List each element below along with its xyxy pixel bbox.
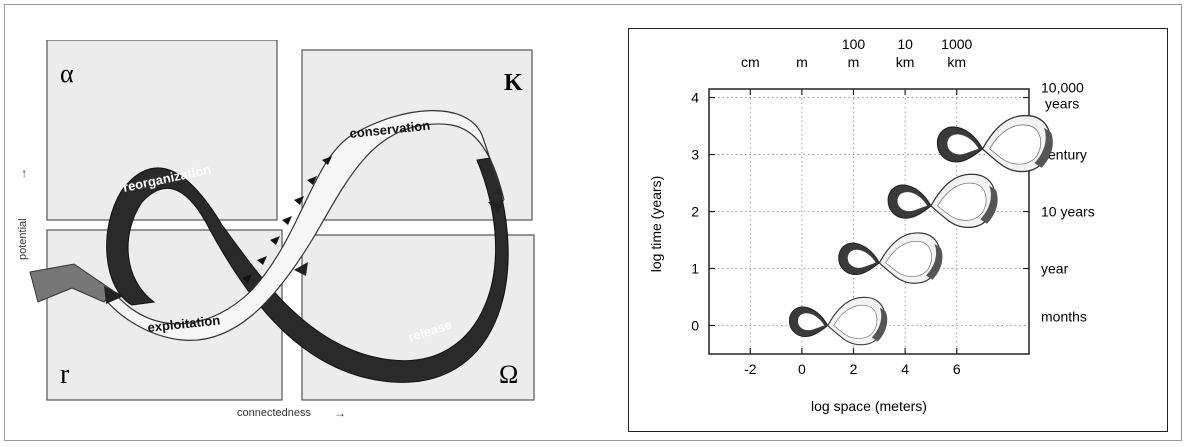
cycle-layer — [789, 114, 1053, 346]
adaptive-cycle-glyph — [887, 173, 998, 229]
r-label: r — [60, 359, 70, 390]
cycle-dark-lobe-hole — [896, 191, 929, 212]
alpha-label: α — [60, 59, 74, 88]
cycle-light-lobe-hole — [937, 182, 987, 221]
cycle-light-lobe-hole — [833, 304, 878, 339]
top-axis-label-line2: km — [947, 54, 966, 70]
cycle-lobe-shade — [925, 243, 943, 280]
cycle-light-lobe-hole — [885, 240, 932, 277]
right-axis-label-line1: year — [1041, 261, 1069, 277]
conservation-arrowhead — [488, 200, 504, 214]
cycle-lobe-shade — [980, 185, 998, 224]
figure-eight-ribbon — [29, 110, 509, 383]
exploitation-arrows — [242, 156, 332, 283]
top-axis-label-line1: 10 — [897, 36, 913, 52]
cycle-light-lobe-hole — [989, 124, 1042, 165]
cycle-lobe-shade — [1034, 127, 1053, 168]
adaptive-cycle-diagram: α K r Ω reorganization conservation expl… — [12, 39, 567, 430]
right-axis-label-line1: 10,000 — [1041, 80, 1084, 96]
x-tick-label: -2 — [744, 361, 757, 377]
ribbon-tail — [29, 263, 113, 303]
right-axis-label-line1: century — [1041, 147, 1087, 163]
top-axis-label-line1: 100 — [842, 36, 866, 52]
reorganization-arrowhead — [104, 286, 124, 304]
y-tick-label: 3 — [691, 147, 699, 163]
y-tick-label: 0 — [691, 318, 699, 334]
adaptive-cycle-glyph — [789, 296, 888, 346]
potential-axis-label: potential — [17, 218, 29, 260]
light-ribbon-loop — [103, 110, 505, 341]
right-axis-label-line1: 10 years — [1041, 204, 1095, 220]
x-tick-label: 0 — [798, 361, 806, 377]
adaptive-cycle-glyph — [936, 114, 1053, 173]
adaptive-cycle-svg: α K r Ω reorganization conservation expl… — [15, 39, 535, 420]
dark-ribbon-loop — [106, 157, 509, 383]
connectedness-axis-arrow: → — [334, 406, 346, 420]
omega-label: Ω — [499, 360, 518, 389]
x-axis-label: log space (meters) — [811, 398, 927, 414]
right-axis-label-line2: years — [1045, 96, 1079, 112]
cycle-dark-lobe-hole — [797, 312, 826, 331]
plot-area — [708, 88, 1030, 355]
cycle-dark-lobe-hole — [946, 133, 980, 156]
quadrant-alpha — [46, 39, 278, 221]
connectedness-axis-label: connectedness — [237, 407, 311, 419]
right-axis-label-line1: months — [1041, 309, 1087, 325]
top-axis-label-line2: cm — [741, 54, 760, 70]
y-axis-label: log time (years) — [648, 176, 664, 272]
y-tick-label: 2 — [691, 204, 699, 220]
cycle-lobe-shade — [871, 307, 888, 342]
adaptive-cycle-glyph — [838, 232, 943, 284]
cycle-dark-lobe-hole — [847, 249, 877, 269]
x-tick-label: 2 — [850, 361, 858, 377]
k-label: K — [504, 70, 523, 96]
y-tick-label: 1 — [691, 261, 699, 277]
top-axis-label-line2: m — [848, 54, 860, 70]
y-tick-label: 4 — [691, 90, 699, 106]
potential-axis-arrow: → — [15, 168, 29, 180]
top-axis-label-line2: m — [796, 54, 808, 70]
top-axis-label-line1: 1000 — [941, 36, 972, 52]
release-arrowhead — [294, 262, 308, 276]
top-axis-label-line2: km — [896, 54, 915, 70]
x-tick-label: 4 — [901, 361, 909, 377]
x-tick-label: 6 — [953, 361, 961, 377]
